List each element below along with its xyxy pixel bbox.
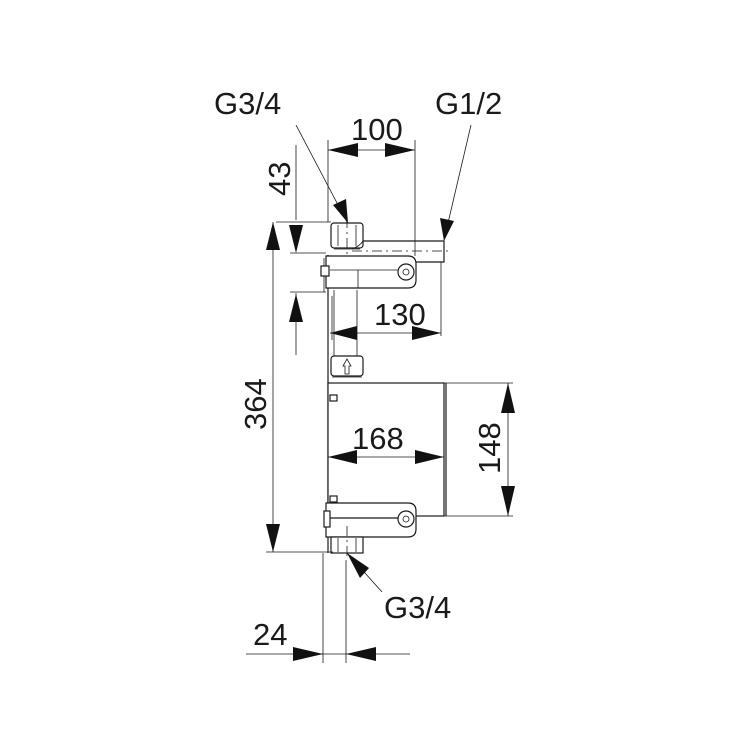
top-inlet-nut [330,218,364,255]
middle-nut [330,355,364,378]
label-dim-364: 364 [238,378,273,430]
label-dim-148: 148 [472,422,507,474]
label-dim-24: 24 [253,617,287,652]
dimension-labels: G3/4 G1/2 100 43 364 130 168 148 G3/4 24 [214,86,507,652]
label-dim-130: 130 [374,297,426,332]
label-dim-168: 168 [352,421,404,456]
dimension-lines [246,124,515,663]
top-lever-arm [320,255,417,289]
label-top-outlet-thread: G1/2 [435,86,502,121]
label-dim-100: 100 [351,112,403,147]
main-body [327,382,513,517]
label-dim-43: 43 [262,162,297,196]
label-top-inlet-thread: G3/4 [214,86,281,121]
valve-geometry [320,218,513,560]
label-bottom-inlet-thread: G3/4 [384,590,451,625]
top-outlet-pipe [351,240,452,263]
bottom-lever-arm [323,502,417,538]
